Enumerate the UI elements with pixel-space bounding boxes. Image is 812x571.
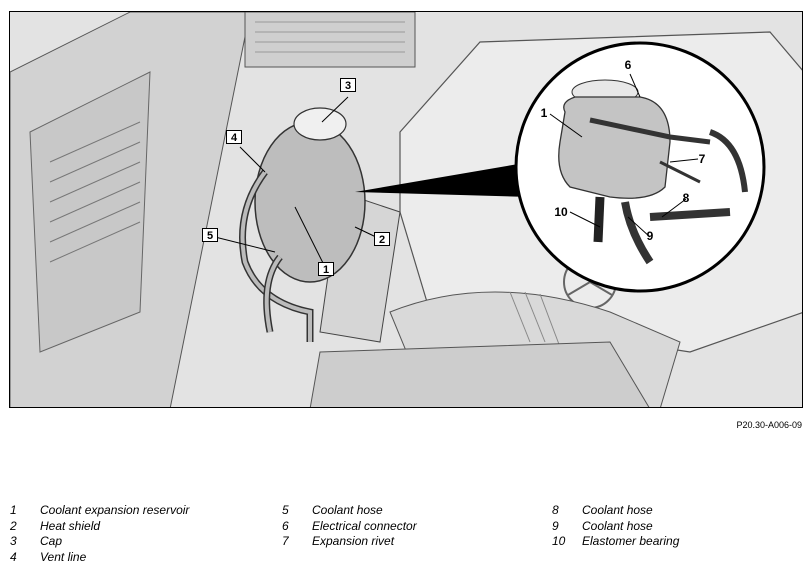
detail-callout-9: 9	[646, 229, 654, 243]
callout-3: 3	[340, 78, 356, 92]
detail-callout-7: 7	[698, 152, 706, 166]
detail-callout-10: 10	[554, 205, 568, 219]
figure-code: P20.30-A006-09	[736, 420, 802, 430]
detail-callout-8: 8	[682, 191, 690, 205]
callout-1: 1	[318, 262, 334, 276]
callout-2: 2	[374, 232, 390, 246]
detail-callout-6: 6	[624, 58, 632, 72]
illustration-drawing	[10, 12, 802, 407]
engine-bay-illustration: 3 4 5 1 2 6 1 7 8 10 9	[9, 11, 803, 408]
callout-4: 4	[226, 130, 242, 144]
detail-callout-1: 1	[540, 106, 548, 120]
callout-5: 5	[202, 228, 218, 242]
